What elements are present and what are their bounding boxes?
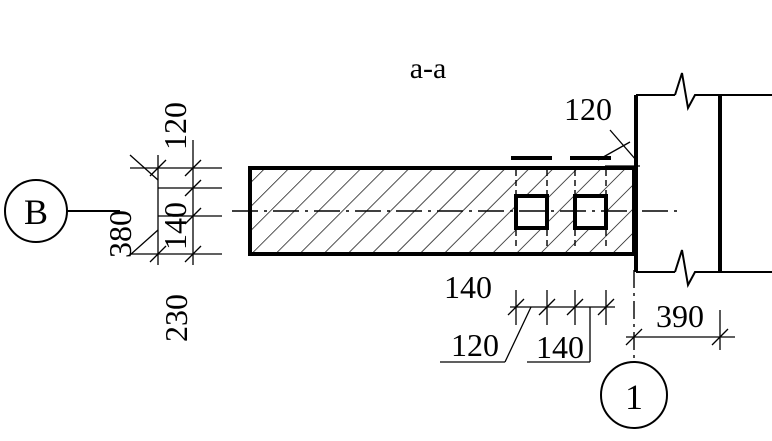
section-title: a-a [410,52,447,85]
axis-b-marker: B [4,179,120,243]
dim-230-vertical: 230 [158,294,194,342]
dim-120-bottom: 120 [451,327,499,363]
top-dimension-120 [597,129,640,167]
dimension-390 [625,310,735,350]
dim-390: 390 [656,298,704,334]
bottom-dimension-chain [440,290,615,363]
axis-1-marker: 1 [600,270,668,429]
column-outline [634,72,772,289]
dim-140-below-beam: 140 [444,269,492,305]
rebar-group [511,156,611,250]
axis-1-label: 1 [625,377,643,417]
left-dimension-lines [129,140,222,265]
dim-140-bottom: 140 [536,329,584,365]
dim-140-vertical: 140 [157,202,193,250]
axis-b-label: B [24,192,48,232]
dim-380-vertical: 380 [102,210,138,258]
dim-120-vertical: 120 [157,102,193,150]
dim-120-top: 120 [564,91,612,127]
